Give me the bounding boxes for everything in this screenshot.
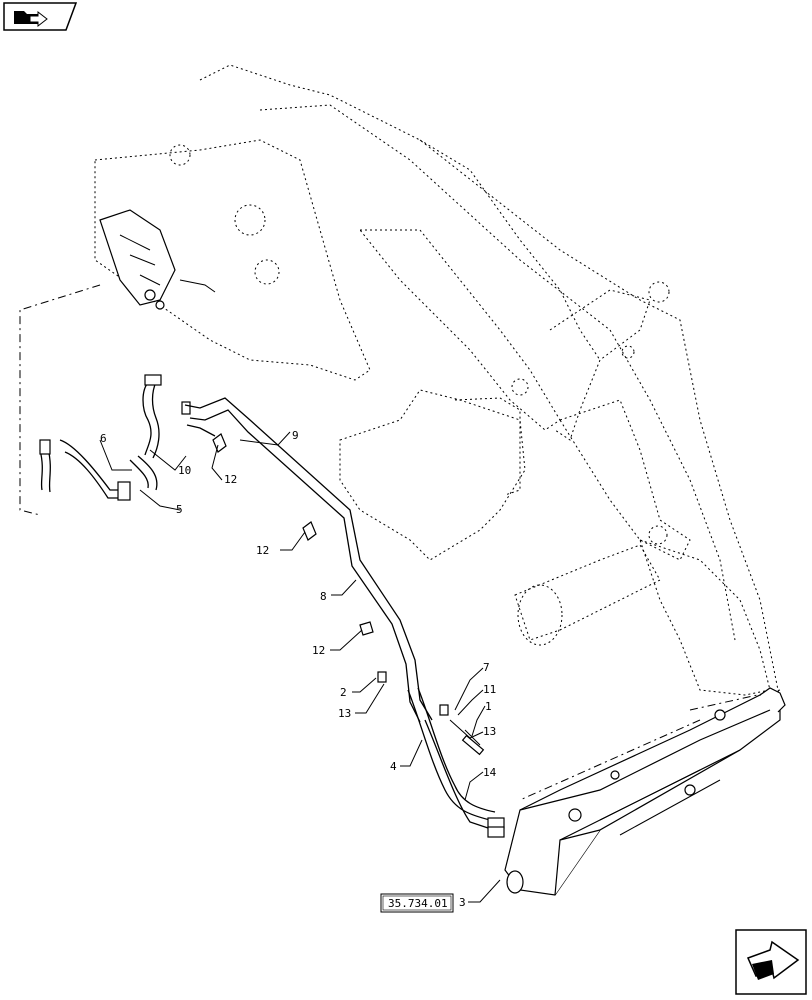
loader-frame-outline [94, 64, 781, 701]
callout-10: 10 [178, 464, 191, 477]
reference-link-box[interactable]: 35.734.01 [380, 893, 454, 913]
callout-13-right: 13 [483, 725, 496, 738]
callout-9: 9 [292, 429, 299, 442]
steel-tube-pair [184, 397, 433, 723]
callout-2: 2 [340, 686, 347, 699]
callout-13-left: 13 [338, 707, 351, 720]
callout-12-low: 12 [312, 644, 325, 657]
callout-1: 1 [485, 700, 492, 713]
folder-arrow-icon[interactable] [3, 2, 78, 31]
hose-assembly-left [39, 374, 191, 501]
callout-8: 8 [320, 590, 327, 603]
quick-coupler-frame [504, 687, 786, 896]
callout-14: 14 [483, 766, 497, 779]
connector-dash-lines [19, 284, 781, 801]
next-page-arrow-icon[interactable] [735, 929, 807, 995]
callout-5: 5 [176, 503, 183, 516]
leader-lines [99, 431, 501, 903]
callout-labels: 6 10 5 9 12 12 8 12 2 13 4 7 11 1 13 14 … [100, 429, 497, 909]
clamps [212, 433, 374, 636]
callout-12-top: 12 [224, 473, 237, 486]
callout-11: 11 [483, 683, 496, 696]
hose-assembly-lower [377, 671, 505, 838]
callout-3: 3 [459, 896, 466, 909]
callout-12-mid: 12 [256, 544, 269, 557]
callout-6: 6 [100, 432, 107, 445]
reference-code: 35.734.01 [388, 897, 448, 910]
callout-7: 7 [483, 661, 490, 674]
callout-4: 4 [390, 760, 397, 773]
control-valve [99, 209, 216, 310]
